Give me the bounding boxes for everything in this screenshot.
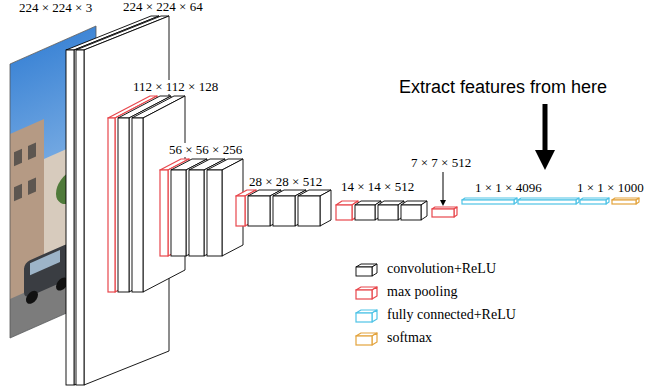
fc-layer <box>518 198 579 204</box>
legend-swatch <box>356 287 377 299</box>
box-front-face <box>401 205 421 220</box>
box-front-face <box>207 170 222 256</box>
feature-arrow-shaft <box>543 104 548 152</box>
conv-layer <box>171 159 207 256</box>
pool-layer <box>160 159 189 256</box>
box-front-face <box>298 196 320 226</box>
dimension-label: 1 × 1 × 4096 <box>474 181 543 195</box>
dimension-label: 224 × 224 × 64 <box>122 0 204 14</box>
legend-box <box>356 264 377 276</box>
box-side-face <box>143 96 185 292</box>
box-side-face <box>320 190 331 226</box>
box-front-face <box>76 50 84 385</box>
legend-swatch <box>356 310 377 322</box>
feature-arrow-head <box>535 150 555 170</box>
box-side-face <box>421 201 427 220</box>
box-side-face <box>372 264 377 276</box>
box-front-face <box>336 205 352 220</box>
box-front-face <box>132 118 143 292</box>
dimension-label: 224 × 224 × 3 <box>18 1 93 15</box>
conv-layer <box>378 201 404 220</box>
photo-wheel <box>26 289 38 306</box>
photo-car-window <box>30 250 60 275</box>
leader-head <box>440 200 446 206</box>
legend-swatch <box>356 333 377 345</box>
pool-layer <box>432 207 457 217</box>
box-front-face <box>432 209 454 217</box>
fc-layer <box>462 198 517 204</box>
fc-layer <box>580 198 609 204</box>
box-side-face <box>372 310 377 322</box>
photo-window <box>14 184 22 202</box>
box-front-face <box>236 196 245 226</box>
layer-boxes <box>66 16 639 385</box>
legend-text: fully connected+ReLU <box>386 307 517 322</box>
dimension-label: 14 × 14 × 512 <box>340 180 415 194</box>
dimension-label: 1 × 1 × 1000 <box>576 181 645 195</box>
legend-text: max pooling <box>386 284 458 299</box>
box-front-face <box>356 313 372 322</box>
box-front-face <box>378 205 398 220</box>
dimension-label: 7 × 7 × 512 <box>410 156 472 170</box>
softmax-layer <box>612 198 639 204</box>
box-side-face <box>372 333 377 345</box>
box-front-face <box>66 50 74 385</box>
box-front-face <box>356 336 372 345</box>
legend-box <box>356 287 377 299</box>
photo-window <box>28 178 36 196</box>
box-front-face <box>160 170 168 256</box>
dimension-label: 112 × 112 × 128 <box>132 80 219 94</box>
conv-layer <box>132 96 185 292</box>
box-front-face <box>462 200 514 204</box>
legend-box <box>356 333 377 345</box>
legend-text: softmax <box>386 330 433 345</box>
leader-line <box>443 172 444 201</box>
box-side-face <box>168 159 189 256</box>
box-front-face <box>580 200 606 204</box>
box-front-face <box>171 170 186 256</box>
conv-layer <box>298 190 331 226</box>
box-side-face <box>186 159 207 256</box>
box-front-face <box>118 118 129 292</box>
box-front-face <box>108 118 115 292</box>
conv-layer <box>401 201 427 220</box>
box-front-face <box>248 196 270 226</box>
photo-window <box>28 143 36 161</box>
box-side-face <box>204 159 225 256</box>
photo-window <box>14 149 22 167</box>
box-front-face <box>355 205 375 220</box>
box-front-face <box>189 170 204 256</box>
box-front-face <box>518 200 576 204</box>
photo-car <box>24 242 70 298</box>
conv-layer <box>355 201 381 220</box>
annotation-text: Extract features from here <box>398 78 608 98</box>
box-front-face <box>612 200 636 204</box>
box-side-face <box>372 287 377 299</box>
legend-box <box>356 310 377 322</box>
dimension-label: 28 × 28 × 512 <box>248 175 323 189</box>
dimension-label: 56 × 56 × 256 <box>168 143 243 157</box>
legend-text: convolution+ReLU <box>386 261 497 276</box>
box-front-face <box>356 290 372 299</box>
box-front-face <box>356 267 372 276</box>
box-front-face <box>273 196 295 226</box>
conv-layer <box>189 159 225 256</box>
legend-swatch <box>356 264 377 276</box>
